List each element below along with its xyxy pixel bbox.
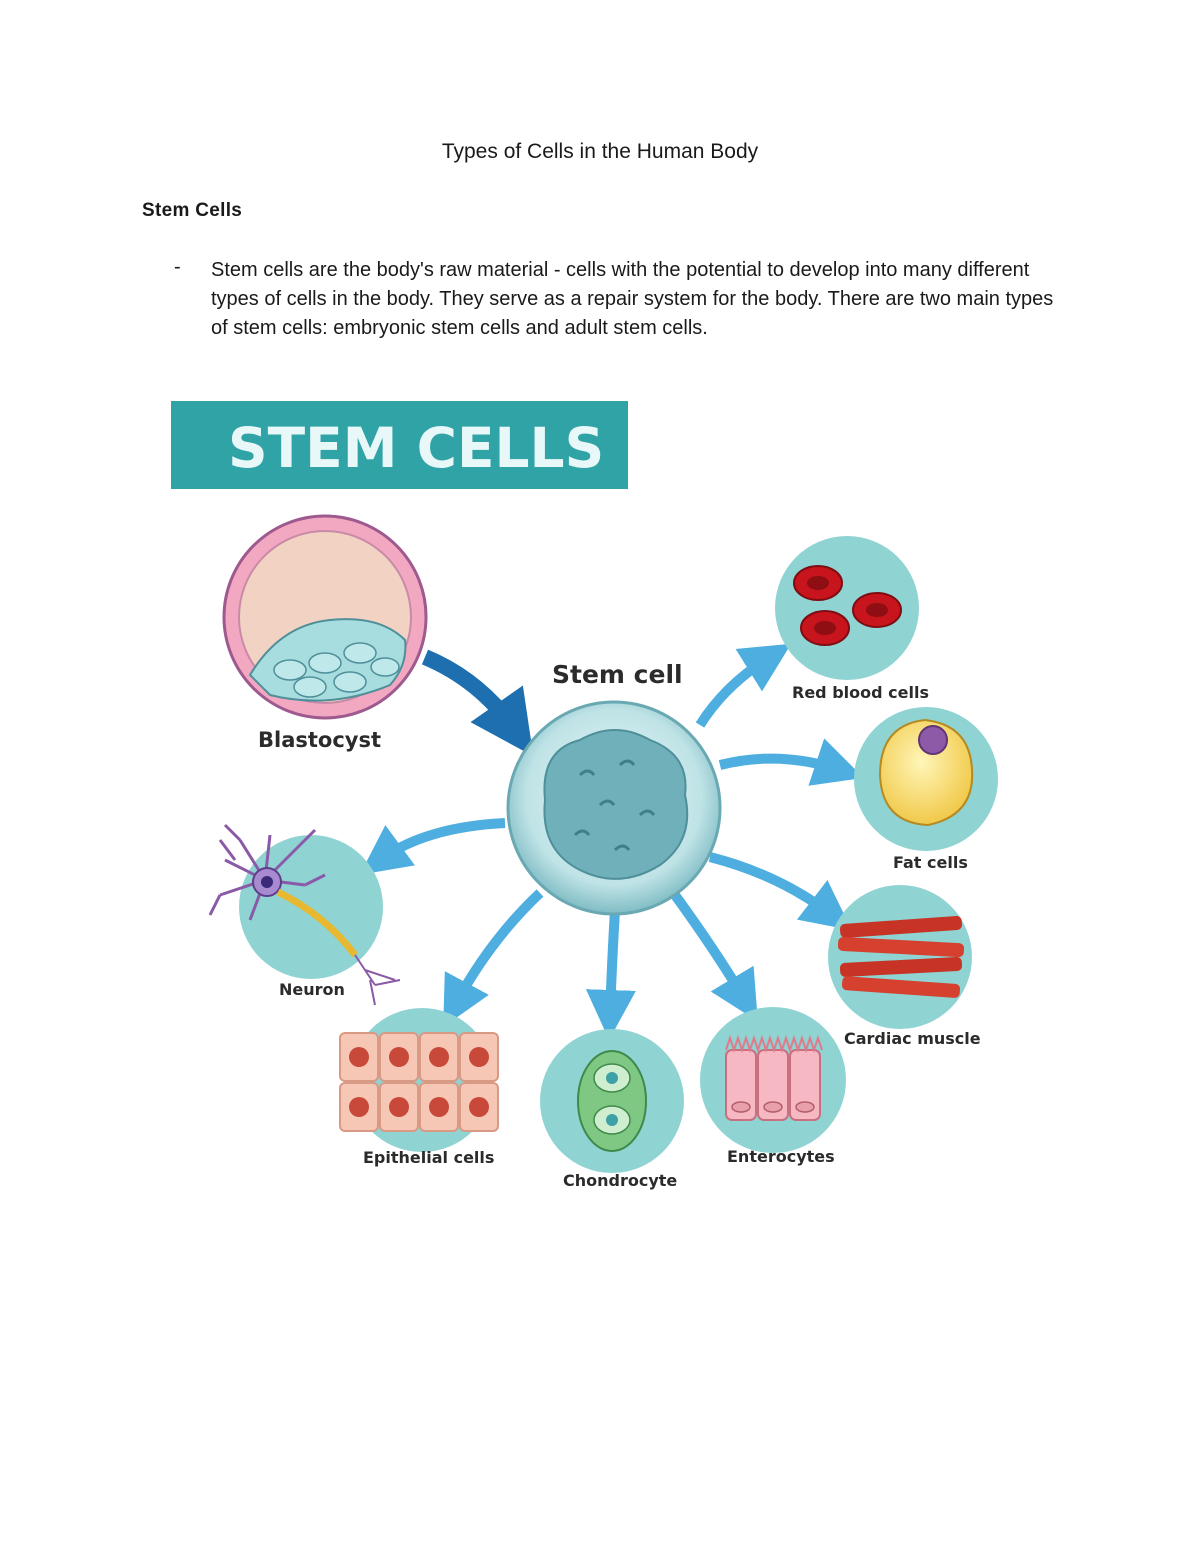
stem-cells-diagram: STEM CELLS Blastocyst: [160, 395, 1020, 1205]
arrow-to-cardiac: [708, 852, 852, 931]
bullet-marker: -: [174, 256, 181, 278]
stem-cell-illustration: [506, 700, 722, 916]
enterocytes-illustration: [700, 1007, 846, 1153]
differentiation-arrows: [359, 643, 864, 1040]
arrow-to-epithelial: [443, 889, 544, 1028]
bullet-paragraph: Stem cells are the body's raw material -…: [211, 259, 1054, 339]
label-red-blood-cells: Red blood cells: [792, 683, 929, 702]
label-enterocytes: Enterocytes: [727, 1147, 835, 1166]
document-title: Types of Cells in the Human Body: [441, 140, 759, 163]
red-blood-cells-illustration: [775, 536, 919, 680]
arrow-to-neuron: [359, 818, 506, 875]
cardiac-muscle-illustration: [828, 885, 972, 1029]
label-blastocyst: Blastocyst: [258, 728, 381, 752]
label-fat-cells: Fat cells: [893, 853, 968, 872]
fat-cells-illustration: [854, 707, 998, 851]
epithelial-grid: [339, 1032, 499, 1132]
label-stem-cell: Stem cell: [552, 660, 683, 689]
neuron-illustration: [208, 823, 401, 1006]
label-neuron: Neuron: [279, 980, 345, 999]
arrow-to-chondrocyte: [585, 909, 636, 1040]
banner-title: STEM CELLS: [228, 416, 604, 480]
arrow-blastocyst-to-stem: [421, 649, 534, 757]
chondrocyte-illustration: [540, 1029, 684, 1173]
label-cardiac-muscle: Cardiac muscle: [844, 1029, 981, 1048]
arrow-to-fat: [718, 738, 864, 786]
section-heading: Stem Cells: [142, 200, 243, 221]
arrow-to-red-blood: [695, 643, 792, 728]
label-epithelial-cells: Epithelial cells: [363, 1148, 494, 1167]
epithelial-cells-illustration: [339, 1008, 499, 1152]
arrow-to-enterocytes: [670, 892, 758, 1022]
blastocyst-illustration: [222, 514, 428, 720]
label-chondrocyte: Chondrocyte: [563, 1171, 677, 1190]
banner: STEM CELLS: [171, 401, 628, 489]
